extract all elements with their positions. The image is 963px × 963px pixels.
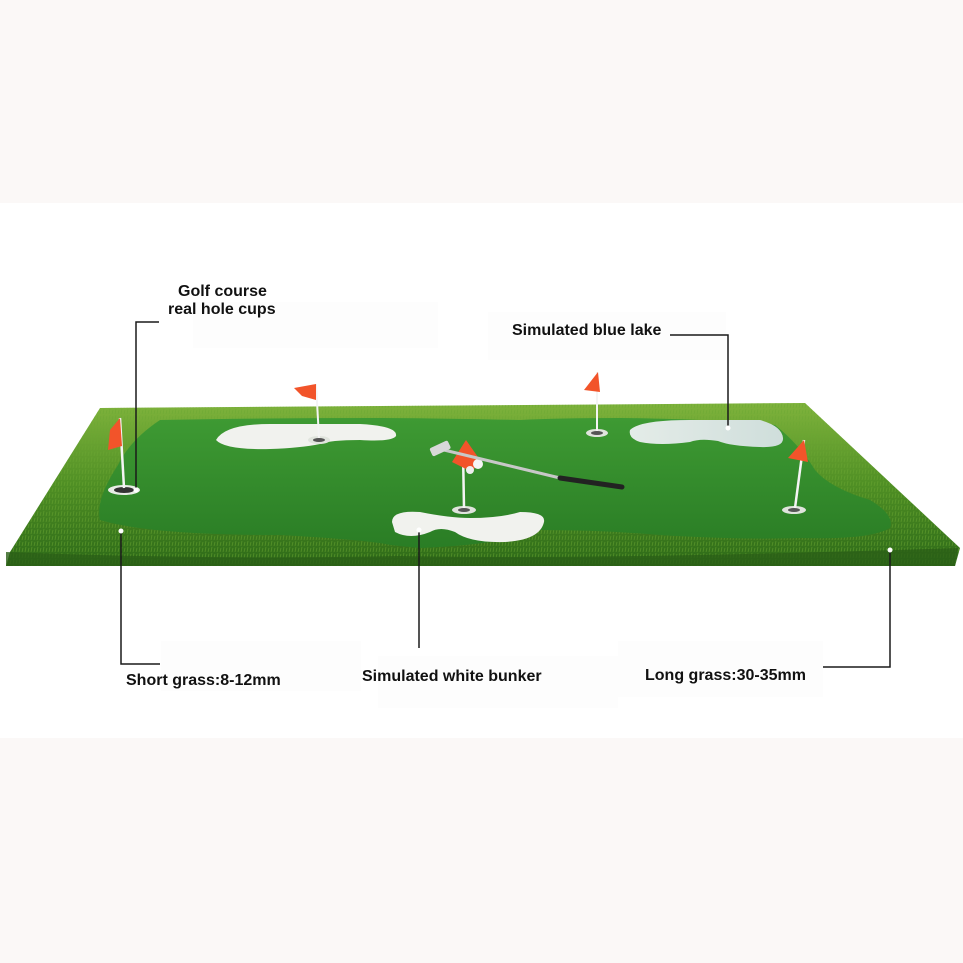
leader-lines	[120, 321, 891, 668]
leader-short-grass	[120, 530, 160, 665]
label-background	[378, 656, 618, 708]
label-background	[161, 641, 361, 691]
label-white-bunker: Simulated white bunker	[362, 668, 542, 685]
leader-hole-cups	[135, 321, 159, 492]
flag-icon	[108, 417, 126, 489]
white-bunker	[629, 420, 784, 448]
label-short-grass: Short grass:8-12mm	[126, 672, 281, 689]
label-hole-cups-line2: real hole cups	[168, 301, 276, 318]
label-long-grass: Long grass:30-35mm	[645, 667, 806, 684]
label-background	[618, 641, 823, 697]
hole-cup-icon	[308, 436, 330, 444]
golf-ball-icon	[466, 459, 483, 474]
label-background	[193, 302, 438, 348]
label-background	[488, 312, 726, 360]
putter-icon	[429, 440, 625, 490]
leader-dots	[118, 425, 893, 553]
flag-icon	[294, 383, 320, 439]
short-grass-green	[99, 418, 891, 548]
flag-icon	[584, 372, 600, 431]
flag-icon	[788, 439, 808, 509]
label-blue-lake: Simulated blue lake	[512, 322, 662, 339]
hole-cup-icon	[108, 485, 140, 495]
hole-cup-icon	[782, 506, 806, 514]
hole-cup-icon	[586, 429, 608, 437]
bunker-left	[216, 424, 397, 450]
bunker-center	[392, 511, 545, 543]
leader-long-grass	[823, 550, 891, 668]
label-hole-cups-line1: Golf course	[178, 283, 267, 300]
leader-blue-lake	[670, 334, 729, 428]
hole-cup-icon	[452, 506, 476, 514]
